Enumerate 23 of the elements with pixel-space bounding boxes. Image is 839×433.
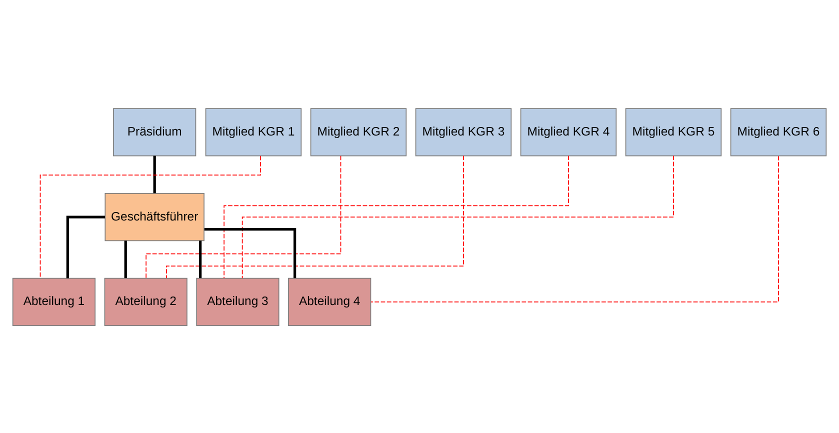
connector <box>124 240 127 278</box>
connector <box>40 154 262 278</box>
node-box: Abteilung 4 <box>288 277 372 326</box>
connector <box>166 154 464 278</box>
node-box: Abteilung 2 <box>104 277 188 326</box>
node-box: Mitglied KGR 6 <box>730 108 827 156</box>
node-box: Mitglied KGR 4 <box>520 108 617 156</box>
node-box: Abteilung 3 <box>196 277 280 326</box>
connector <box>146 154 342 278</box>
node-box: Mitglied KGR 1 <box>205 108 302 156</box>
node-box: Mitglied KGR 5 <box>625 108 722 156</box>
connector <box>242 154 674 278</box>
node-box: Mitglied KGR 3 <box>415 108 512 156</box>
connector <box>370 155 779 302</box>
node-box: Präsidium <box>113 108 196 156</box>
connector <box>224 154 569 278</box>
node-box: Mitglied KGR 2 <box>310 108 407 156</box>
node-box: Geschäftsführer <box>104 192 204 241</box>
connector <box>66 215 106 278</box>
connector <box>153 155 156 193</box>
connector <box>199 240 202 278</box>
node-box: Abteilung 1 <box>12 277 96 326</box>
connector <box>204 227 296 278</box>
